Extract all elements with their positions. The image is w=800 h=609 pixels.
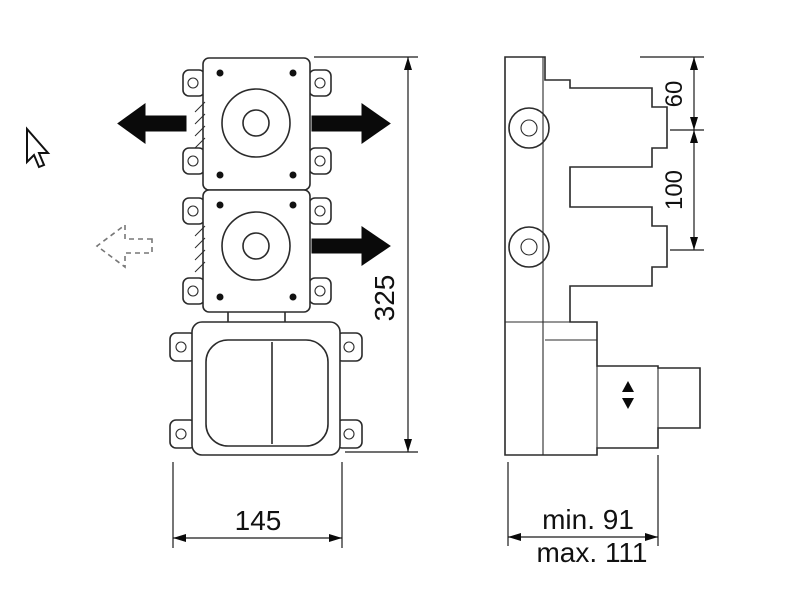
dim-spacing-label: 100: [661, 170, 688, 210]
dim-depth-min-label: min. 91: [542, 504, 634, 535]
dimension-offset-60: 60: [640, 56, 704, 131]
dimension-height-325: 325: [314, 56, 418, 453]
dim-width-label: 145: [235, 505, 282, 536]
valve2-inlet-hatch: [194, 225, 206, 273]
dimension-depth-min-max: min. 91 max. 111: [507, 455, 659, 568]
dimension-width-145: 145: [172, 462, 343, 548]
box-mounting-ears: [169, 332, 363, 449]
dim-height-label: 325: [369, 275, 400, 322]
rough-in-box: [191, 321, 341, 456]
flow-arrow-mid-right-icon: [311, 226, 391, 266]
valve2-mounting-ears: [182, 197, 332, 305]
dim-offset-label: 60: [661, 81, 688, 108]
front-view: [95, 57, 391, 456]
flow-arrow-top-right-icon: [311, 103, 391, 144]
valve2-knob: [221, 211, 291, 281]
dim-depth-max-label: max. 111: [536, 537, 647, 568]
flow-arrow-top-left-icon: [117, 103, 187, 144]
valve1-mounting-ears: [182, 69, 332, 175]
side-valve1-spindle: [508, 107, 550, 149]
valve2-body: [194, 189, 311, 313]
valve1-body: [194, 57, 311, 191]
mouse-cursor-icon: [26, 126, 51, 169]
valve1-knob: [221, 88, 291, 158]
depth-adjust-triangles-icon: [622, 381, 634, 409]
side-view: [504, 56, 701, 456]
dimension-spacing-100: 100: [661, 130, 704, 251]
side-profile: [504, 56, 701, 456]
side-valve2-spindle: [508, 226, 550, 268]
valve1-inlet-hatch: [194, 101, 206, 149]
flow-arrow-mid-left-dashed-icon: [95, 223, 153, 269]
